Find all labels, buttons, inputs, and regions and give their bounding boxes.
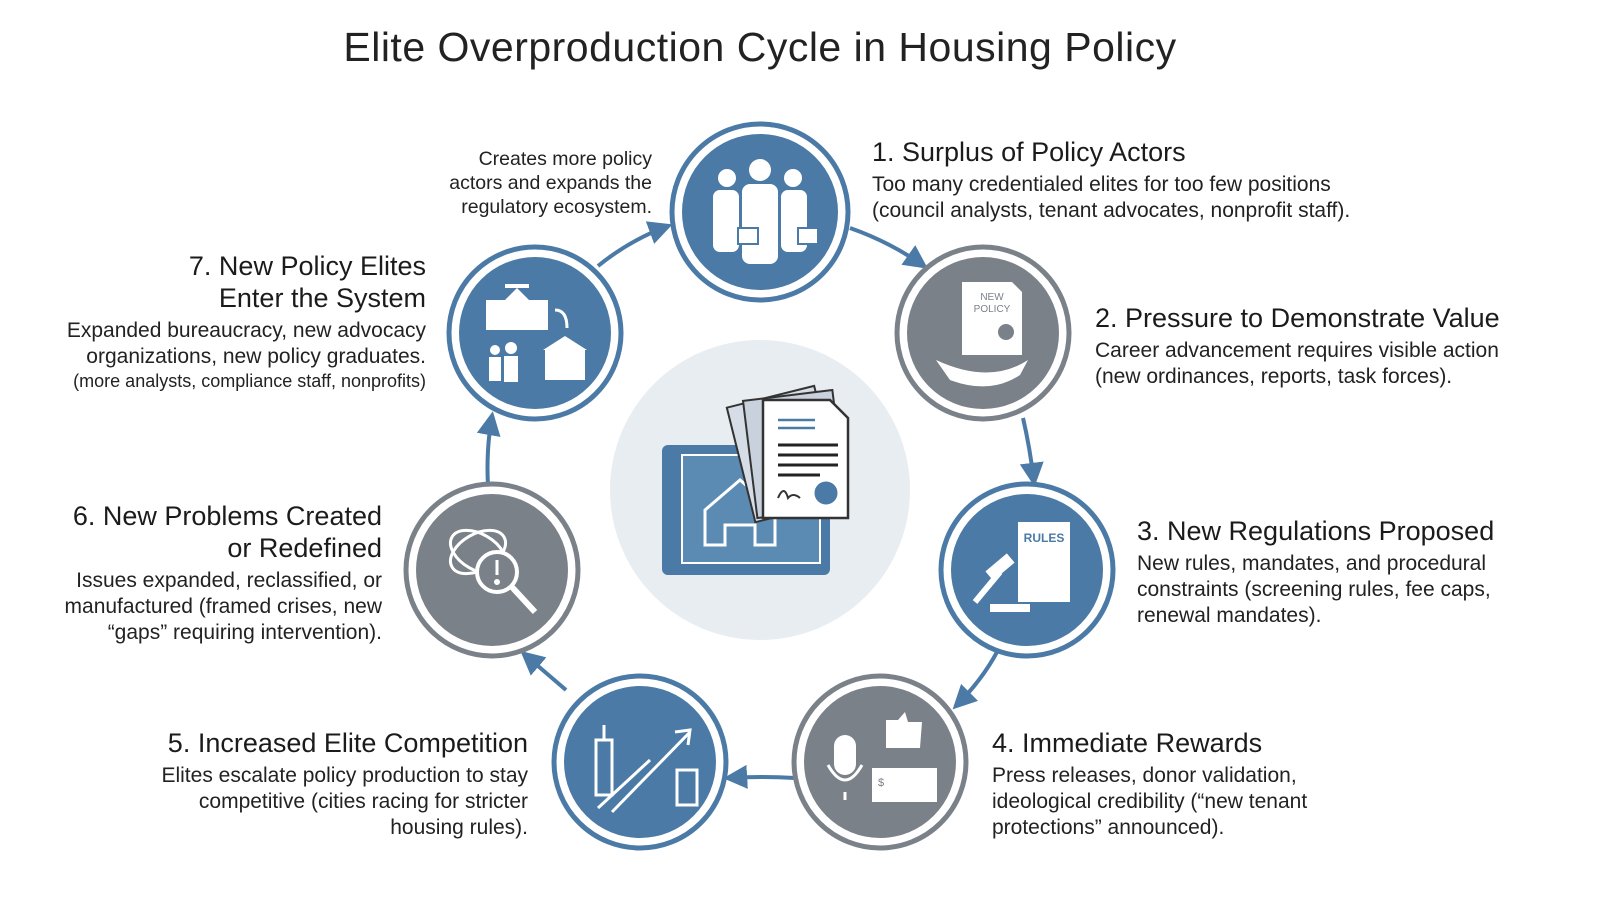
svg-text:$: $	[878, 777, 884, 789]
arrow-2-to-3	[1019, 417, 1044, 487]
arrow-5-to-6	[520, 650, 568, 692]
feedback-annotation: Creates more policy actors and expands t…	[449, 147, 652, 219]
step-3-text: 3. New Regulations Proposed New rules, m…	[1137, 515, 1494, 629]
step-5-text: 5. Increased Elite Competition Elites es…	[161, 727, 528, 841]
arrow-1-to-2	[849, 226, 928, 269]
competing-cities-arrows-icon	[594, 725, 699, 814]
step-3-node: RULES	[938, 481, 1116, 659]
step-6-node	[403, 481, 581, 659]
step-4-node: $	[791, 673, 969, 851]
policy-document-hand-icon: NEW POLICY	[936, 282, 1028, 387]
university-to-government-icon	[486, 284, 587, 382]
step-1-node	[669, 121, 851, 303]
microphone-thumbs-up-check-icon: $	[826, 712, 937, 802]
gavel-rules-icon: RULES	[972, 522, 1070, 612]
center-illustration	[610, 340, 910, 640]
step-title: 5. Increased Elite Competition	[167, 728, 528, 758]
tangle-magnifier-icon	[449, 528, 538, 615]
svg-text:NEW: NEW	[980, 292, 1004, 303]
arrow-3-to-4	[952, 651, 999, 710]
step-1-text: 1. Surplus of Policy Actors Too many cre…	[872, 136, 1350, 224]
arrow-7-to-1	[596, 221, 673, 268]
step-7-node	[446, 244, 624, 422]
annotation-line: Creates more policy	[478, 148, 652, 170]
page-title: Elite Overproduction Cycle in Housing Po…	[343, 24, 1177, 70]
step-note: (more analysts, compliance staff, nonpro…	[73, 371, 426, 391]
step-title: 3. New Regulations Proposed	[1137, 516, 1495, 546]
step-description: Career advancement requires visible acti…	[1095, 339, 1499, 388]
blueprint-house-documents-icon	[662, 384, 850, 575]
annotation-line: regulatory ecosystem.	[461, 196, 652, 218]
svg-text:RULES: RULES	[1024, 531, 1065, 545]
annotation-line: actors and expands the	[449, 172, 652, 194]
cycle-arrows	[476, 221, 1044, 789]
step-2-text: 2. Pressure to Demonstrate Value Career …	[1095, 302, 1500, 390]
step-4-text: 4. Immediate Rewards Press releases, don…	[992, 727, 1307, 841]
step-description: Elites escalate policy production to sta…	[161, 764, 528, 839]
step-description: Too many credentialed elites for too few…	[872, 173, 1351, 222]
svg-text:POLICY: POLICY	[974, 304, 1011, 315]
step-2-node: NEW POLICY	[894, 244, 1072, 422]
step-title: 2. Pressure to Demonstrate Value	[1095, 303, 1500, 333]
arrow-4-to-5	[723, 764, 796, 789]
arrow-6-to-7	[476, 411, 501, 487]
people-with-badges-icon	[713, 159, 819, 264]
step-description: Press releases, donor validation,ideolog…	[992, 764, 1308, 839]
step-title: 4. Immediate Rewards	[992, 728, 1263, 758]
step-5-node	[551, 673, 729, 851]
step-title: 1. Surplus of Policy Actors	[872, 137, 1186, 167]
